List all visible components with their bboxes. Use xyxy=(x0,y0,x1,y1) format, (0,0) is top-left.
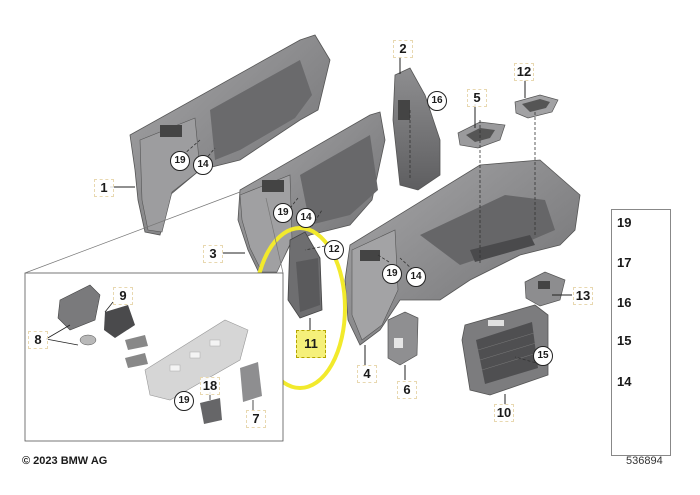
callout-16: 16 xyxy=(427,91,447,111)
callout-14-a: 14 xyxy=(193,155,213,175)
callout-14-b: 14 xyxy=(296,208,316,228)
label-2: 2 xyxy=(393,40,413,58)
callout-19-a: 19 xyxy=(170,151,190,171)
label-12: 12 xyxy=(514,63,534,81)
label-3: 3 xyxy=(203,245,223,263)
label-18: 18 xyxy=(200,377,220,395)
part-10-net-panel xyxy=(461,304,549,396)
label-8: 8 xyxy=(28,331,48,349)
part-1-side-trim xyxy=(129,34,331,236)
part-5-bracket xyxy=(457,121,506,149)
label-4: 4 xyxy=(357,365,377,383)
callout-15: 15 xyxy=(533,346,553,366)
callout-19-b: 19 xyxy=(273,203,293,223)
solid-leaders xyxy=(110,58,572,405)
label-5: 5 xyxy=(467,89,487,107)
legend-box xyxy=(611,209,671,456)
part-6-trim xyxy=(387,311,419,366)
legend-19: 19 xyxy=(617,215,632,230)
figure-number: 536894 xyxy=(626,455,663,467)
legend-16: 16 xyxy=(617,295,632,310)
inset-detail xyxy=(24,191,284,442)
label-9: 9 xyxy=(113,287,133,305)
label-13: 13 xyxy=(573,287,593,305)
part-12-cover xyxy=(514,94,559,119)
part-13-clip xyxy=(524,271,566,307)
label-6: 6 xyxy=(397,381,417,399)
part-2-pillar-trim xyxy=(392,67,441,191)
label-10: 10 xyxy=(494,404,514,422)
callout-19-c: 19 xyxy=(382,264,402,284)
label-1: 1 xyxy=(94,179,114,197)
legend-17: 17 xyxy=(617,255,632,270)
part-3-side-trim xyxy=(237,111,386,276)
label-11-highlighted: 11 xyxy=(296,330,326,358)
callout-14-c: 14 xyxy=(406,267,426,287)
part-11-bracket xyxy=(287,231,323,319)
copyright-text: © 2023 BMW AG xyxy=(22,455,108,467)
part-4-side-trim xyxy=(344,159,581,346)
callout-12: 12 xyxy=(324,240,344,260)
legend-14: 14 xyxy=(617,374,632,389)
legend-15: 15 xyxy=(617,333,632,348)
label-7: 7 xyxy=(246,410,266,428)
callout-19-d: 19 xyxy=(174,391,194,411)
